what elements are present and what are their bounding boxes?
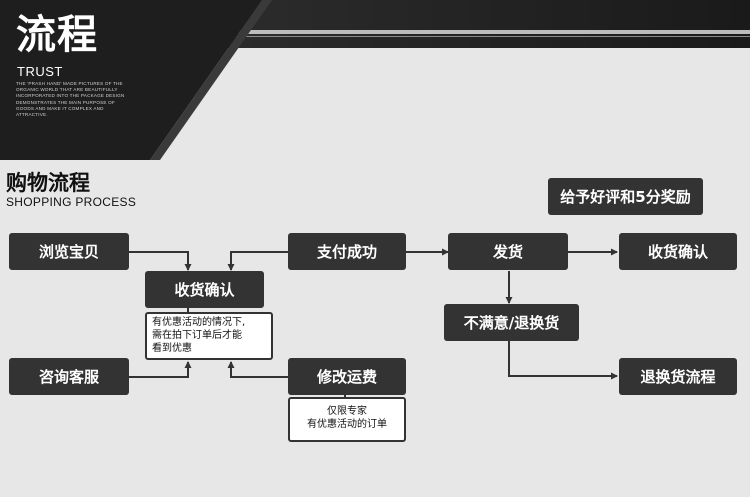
discount-note-line3: 看到优惠	[152, 343, 192, 354]
step-confirm-left: 收货确认	[145, 271, 264, 308]
arrow-modify-to-confirm	[227, 361, 288, 378]
discount-note: 有优惠活动的情况下, 需在拍下订单后才能 看到优惠	[145, 312, 273, 360]
step-browse: 浏览宝贝	[9, 233, 129, 270]
step-return-process: 退换货流程	[619, 358, 737, 395]
section-title: 购物流程	[6, 171, 90, 195]
arrow-unsatisfied-to-return	[508, 341, 618, 380]
discount-note-line1: 有优惠活动的情况下,	[152, 317, 246, 328]
arrow-consult-to-confirm	[129, 361, 192, 378]
arrow-pay-to-confirm	[227, 251, 288, 271]
expert-note-line2: 有优惠活动的订单	[307, 419, 387, 430]
discount-note-line2: 需在拍下订单后才能	[152, 330, 242, 341]
expert-note: 仅限专家 有优惠活动的订单	[288, 397, 406, 442]
step-confirm-right: 收货确认	[619, 233, 737, 270]
banner-subtitle: TRUST	[17, 64, 63, 79]
banner-description: THE 'PRASH HAND' MADE PICTURES OF THE OR…	[16, 81, 125, 118]
step-reward: 给予好评和5分奖励	[548, 178, 703, 215]
banner-background	[0, 0, 750, 160]
step-modify-shipping: 修改运费	[288, 358, 406, 395]
step-ship: 发货	[448, 233, 568, 270]
step-consult: 咨询客服	[9, 358, 129, 395]
banner-title: 流程	[16, 12, 98, 58]
step-pay-success: 支付成功	[288, 233, 406, 270]
step-unsatisfied: 不满意/退换货	[444, 304, 579, 341]
arrow-browse-to-confirm	[129, 251, 192, 271]
expert-note-line1: 仅限专家	[327, 406, 367, 417]
section-subtitle: SHOPPING PROCESS	[6, 195, 137, 209]
